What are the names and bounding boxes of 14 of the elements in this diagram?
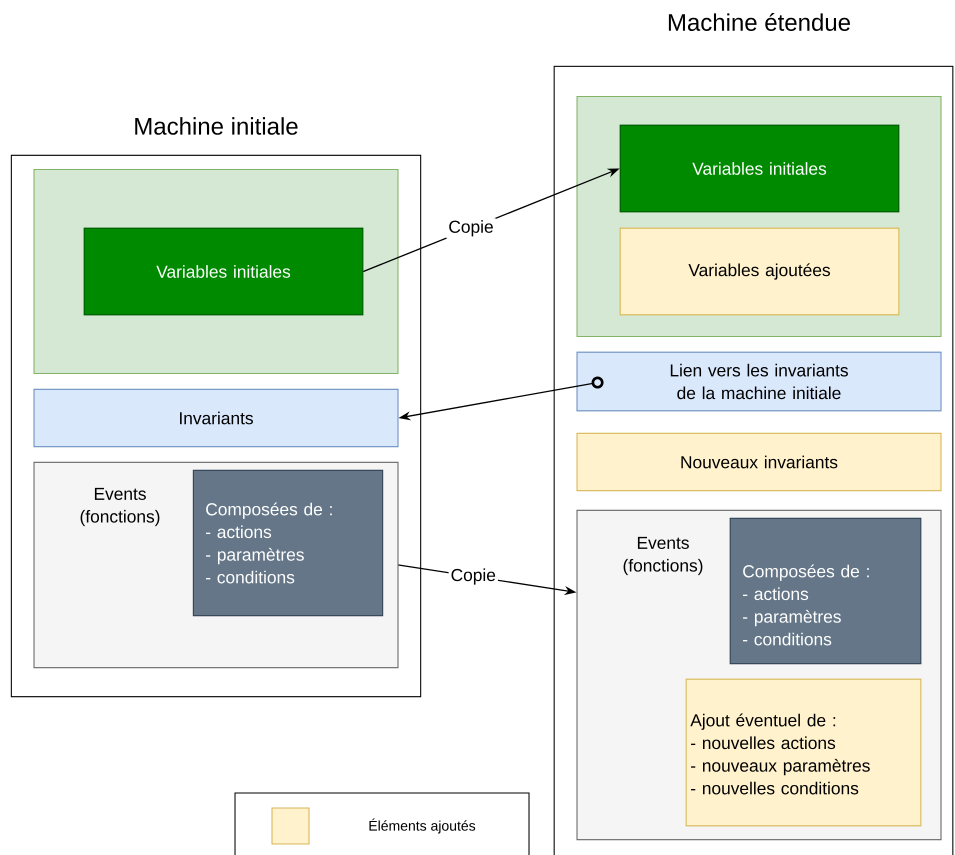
added-box: Variables ajoutées (620, 228, 900, 316)
invariants-box: Invariants (33, 388, 399, 448)
composition-box: Composées de : - actions - paramètres - conditions (192, 470, 384, 616)
edge-label: Copie (452, 568, 496, 585)
composition-box: Composées de : - actions - paramètres - conditions (730, 518, 922, 664)
variables-box: Variables initiales (84, 228, 364, 316)
node-label: Machine étendue (668, 13, 850, 31)
added-box: Nouveaux invariants (576, 432, 942, 492)
added-box: Ajout éventuel de : - nouvelles actions - nouveaux paramètres - nouvelles conditions (686, 678, 922, 826)
legend-label: Éléments ajoutés (369, 818, 476, 834)
edge-label: Copie (449, 220, 493, 236)
invariants-box: Lien vers les invariants de la machine initiale (576, 352, 942, 412)
variables-box: Variables initiales (620, 124, 900, 212)
node-label: Machine initiale (135, 117, 298, 135)
